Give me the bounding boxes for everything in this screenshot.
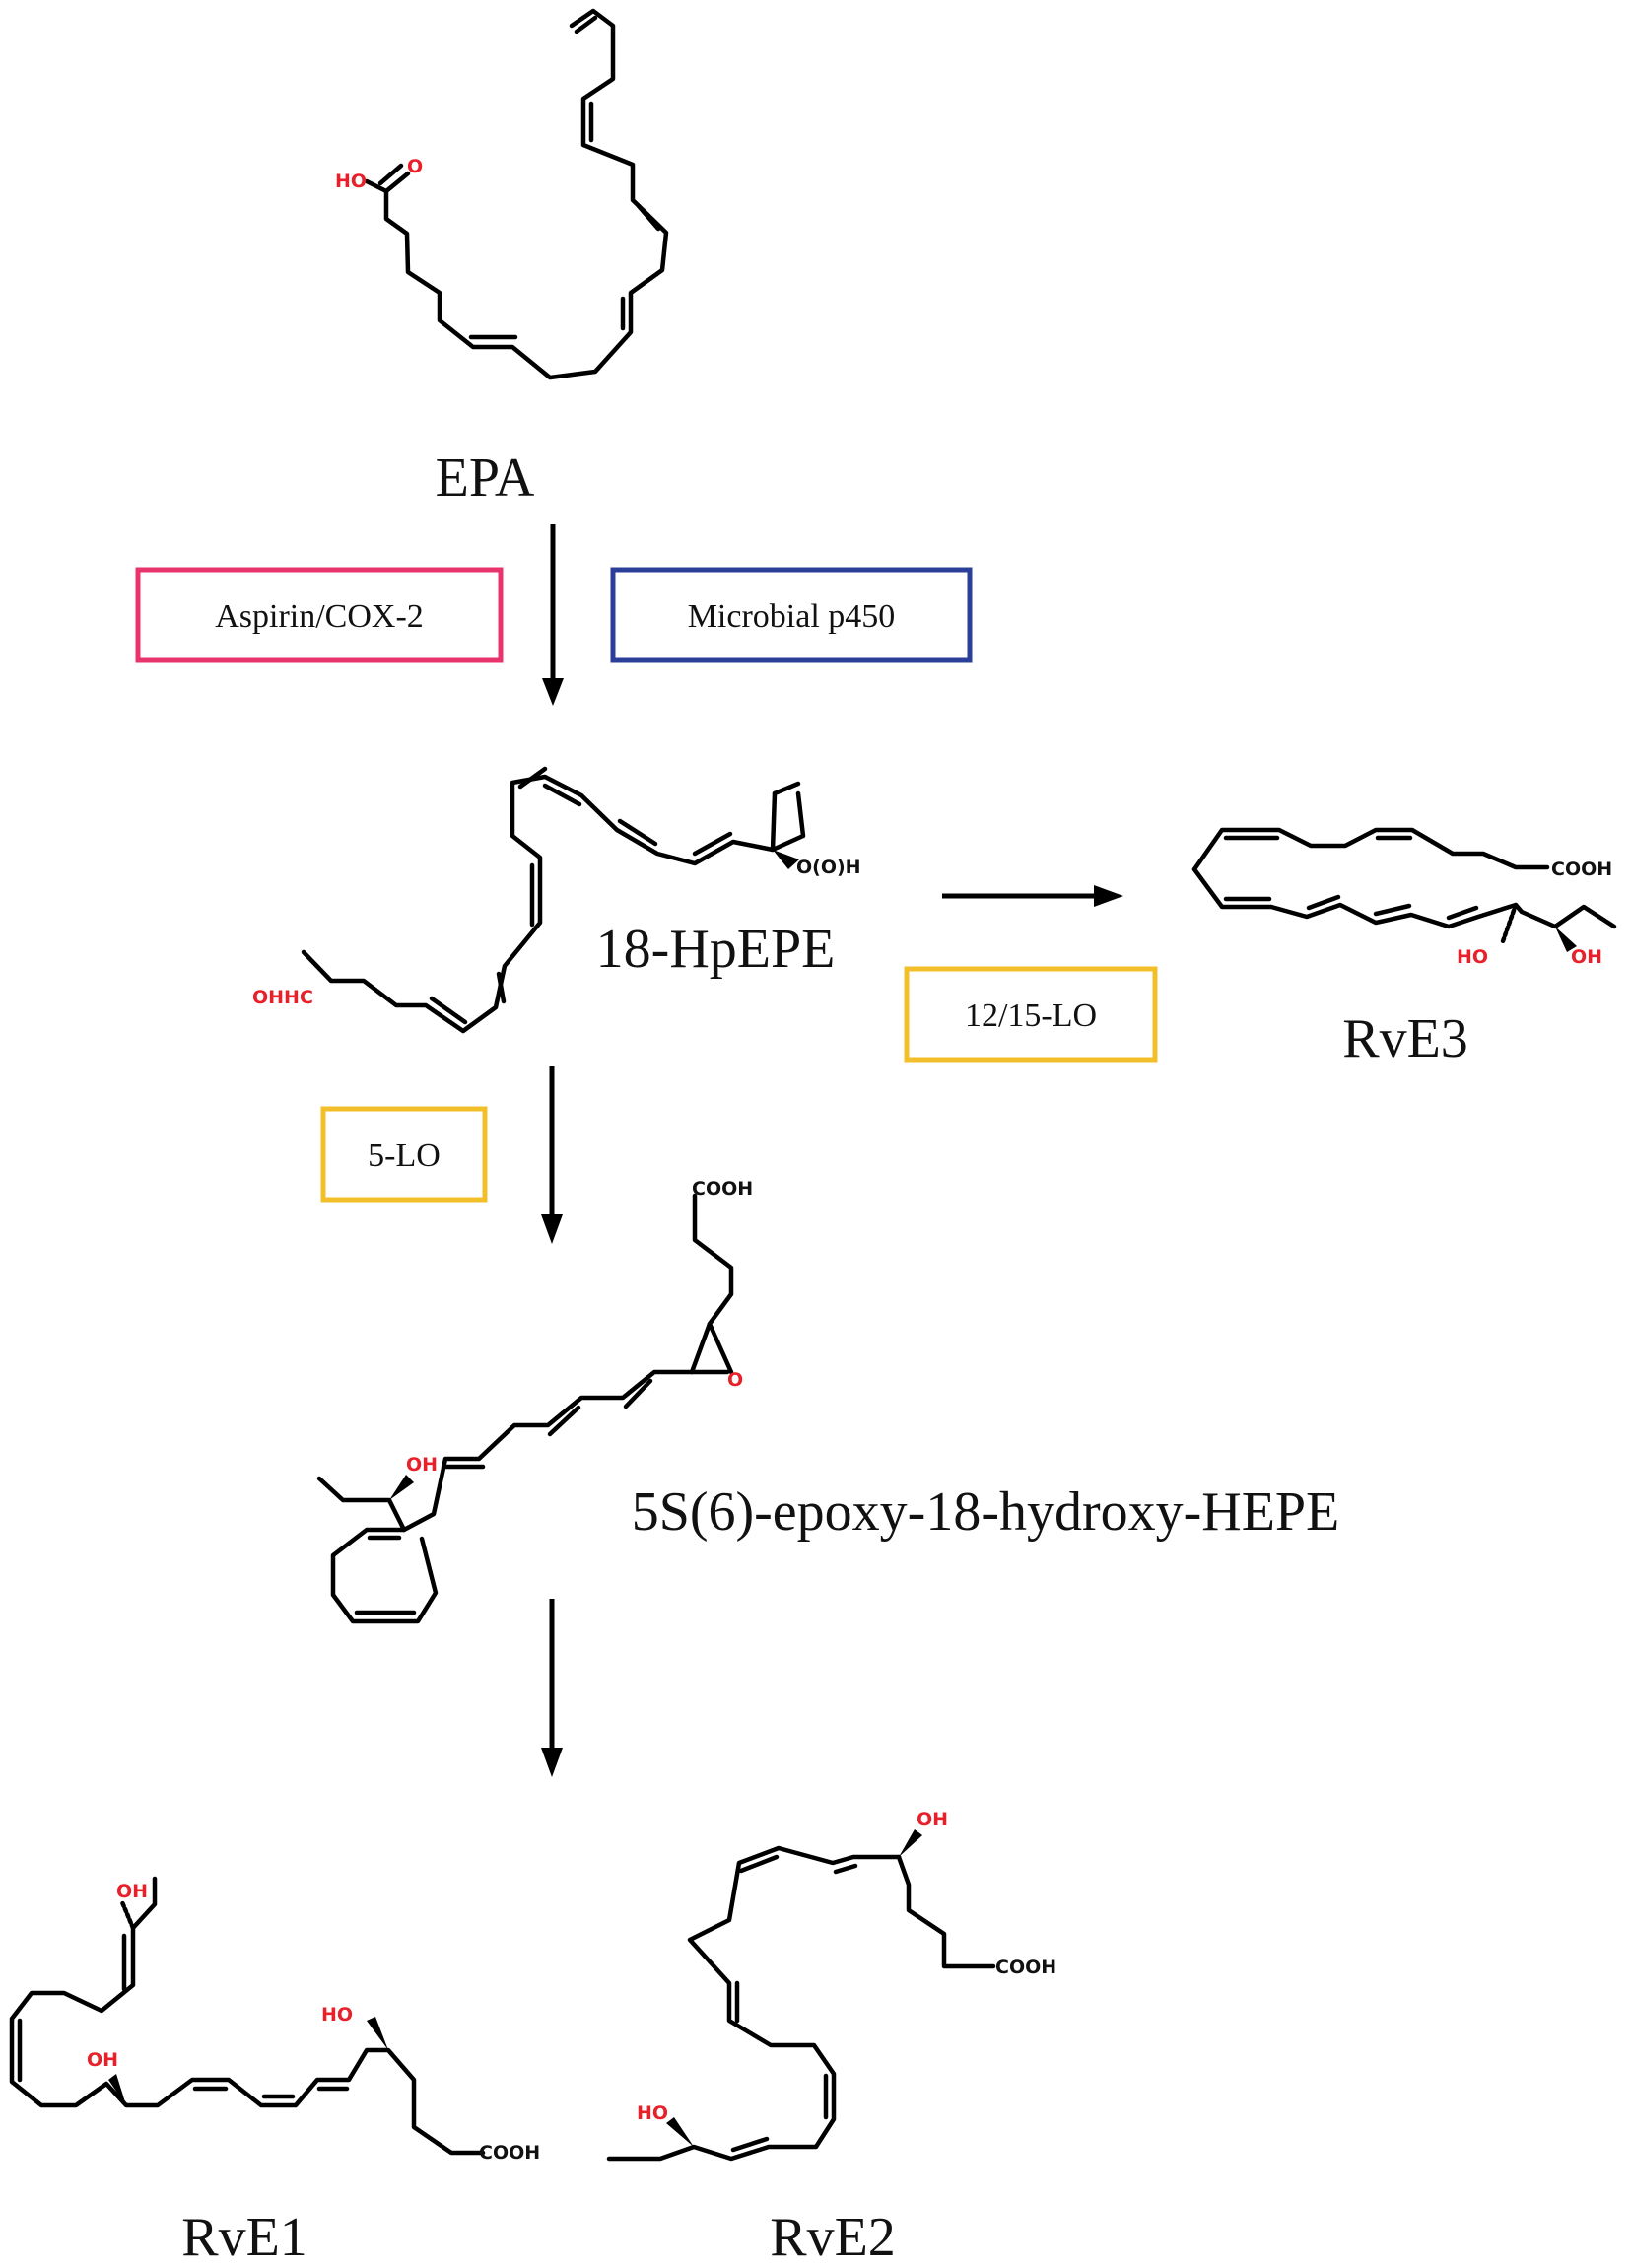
rve3-structure: COOH HO OH <box>1191 827 1617 968</box>
hpepe-double-bond <box>617 818 658 847</box>
rve2-chain <box>896 1854 996 1969</box>
rve2-double-bond <box>738 1854 780 1874</box>
epa-name: EPA <box>436 447 535 509</box>
arrow-hpepe-to-rve3 <box>942 885 1123 907</box>
aspirin-cox2-box: Aspirin/COX-2 <box>135 567 504 663</box>
epoxy-ethyl <box>316 1476 407 1533</box>
epa-double-bond <box>636 203 661 232</box>
rve1-ethyl <box>130 1876 158 1931</box>
rve3-double-bond <box>1306 894 1341 911</box>
epoxy-ring-bond <box>707 1321 734 1375</box>
rve2-main-chain <box>606 1845 902 2162</box>
arrow-epoxy-to-rve <box>541 1599 563 1777</box>
epoxy-name: 5S(6)-epoxy-18-hydroxy-HEPE <box>632 1481 1340 1543</box>
rve2-oh-label-1: OH <box>917 1809 948 1830</box>
hpepe-chain <box>301 774 806 1034</box>
lo-12-15-box: 12/15-LO <box>904 966 1158 1063</box>
hpepe-name: 18-HpEPE <box>596 919 836 980</box>
rve1-name: RvE1 <box>181 2207 307 2268</box>
microbial-p450-label: Microbial p450 <box>688 598 896 635</box>
hpepe-wedge-bond <box>773 850 799 869</box>
microbial-p450-box: Microbial p450 <box>610 567 973 663</box>
epa-structure: HO O <box>335 8 669 380</box>
rve2-cooh-label: COOH <box>995 1957 1056 1978</box>
epa-ho-label: HO <box>335 171 367 192</box>
epa-chain <box>383 8 669 380</box>
rve2-double-bond <box>730 2136 770 2153</box>
rve3-upper-chain <box>1191 827 1550 872</box>
epoxy-side-chain <box>692 1193 734 1327</box>
hpepe-double-bond <box>517 766 548 790</box>
rve1-structure: OH OH HO COOH <box>9 1876 540 2164</box>
aspirin-cox2-frame <box>135 567 504 663</box>
rve1-wedge-bond-1 <box>108 2074 126 2105</box>
epa-carbonyl-bond <box>383 171 411 194</box>
epa-hydroxyl-bond <box>364 178 389 194</box>
epoxy-main-chain <box>330 1369 695 1624</box>
epa-double-bond <box>574 15 598 34</box>
epa-o-label: O <box>407 156 423 177</box>
rve1-cooh-label: COOH <box>479 2142 540 2164</box>
rve3-name: RvE3 <box>1342 1008 1468 1069</box>
epoxy-double-bond <box>547 1405 581 1437</box>
microbial-p450-frame <box>610 567 973 663</box>
rve3-cooh-label: COOH <box>1551 859 1612 880</box>
rve3-oh-label-1: HO <box>1457 946 1488 968</box>
rve3-double-bond <box>1446 905 1479 921</box>
hpepe-ethyl <box>772 781 801 796</box>
rve2-wedge-bond-2 <box>666 2117 694 2147</box>
arrow-epa-to-hpepe <box>542 524 564 706</box>
epoxy-oh-label: OH <box>406 1454 438 1476</box>
arrow-hpepe-to-epoxy <box>541 1066 563 1244</box>
hpepe-structure: O(O)H OHHC <box>252 766 861 1034</box>
hpepe-double-bond <box>692 831 733 857</box>
hpepe-ooh-label: O(O)H <box>796 857 861 878</box>
hpepe-ethyl <box>770 790 778 853</box>
hpepe-double-bond <box>542 783 582 807</box>
lo-5-label: 5-LO <box>368 1137 441 1174</box>
rve1-hash-bond <box>119 1899 136 1931</box>
rve1-oh-label-1: OH <box>116 1881 148 1902</box>
epoxy-structure: COOH O OH <box>316 1178 753 1624</box>
hpepe-ohhc-label: OHHC <box>252 987 313 1008</box>
rve1-ho-label: HO <box>321 2004 353 2026</box>
rve2-ho-label: HO <box>637 2102 668 2124</box>
rve2-structure: OH HO COOH <box>606 1809 1056 2162</box>
rve3-oh-label-2: OH <box>1571 946 1602 968</box>
lo-5-frame <box>320 1106 488 1203</box>
rve1-oh-label-2: OH <box>87 2049 118 2071</box>
rve2-name: RvE2 <box>770 2207 896 2268</box>
hpepe-double-bond <box>429 996 468 1025</box>
rve3-double-bond <box>1373 903 1412 917</box>
lo-5-box: 5-LO <box>320 1106 488 1203</box>
epoxy-wedge-bond <box>389 1475 414 1500</box>
aspirin-cox2-label: Aspirin/COX-2 <box>215 598 424 635</box>
rve1-wedge-bond-2 <box>367 2017 388 2050</box>
hpepe-double-bond <box>496 971 507 1004</box>
rve3-wedge-bond <box>1555 927 1577 952</box>
epoxy-cooh-label: COOH <box>692 1178 753 1200</box>
rve2-wedge-bond-1 <box>899 1829 922 1857</box>
lo-12-15-label: 12/15-LO <box>965 997 1097 1034</box>
rve1-chain <box>9 1925 486 2156</box>
lo-12-15-frame <box>904 966 1158 1063</box>
rve3-lower-chain <box>1191 866 1617 929</box>
epa-carbonyl-bond <box>377 163 404 186</box>
rve3-hash-bond <box>1500 902 1519 944</box>
epoxy-ring-bond <box>689 1321 713 1375</box>
epoxy-double-bond <box>623 1378 653 1409</box>
epoxy-o-label: O <box>727 1369 743 1391</box>
rve2-double-bond <box>833 1863 858 1875</box>
